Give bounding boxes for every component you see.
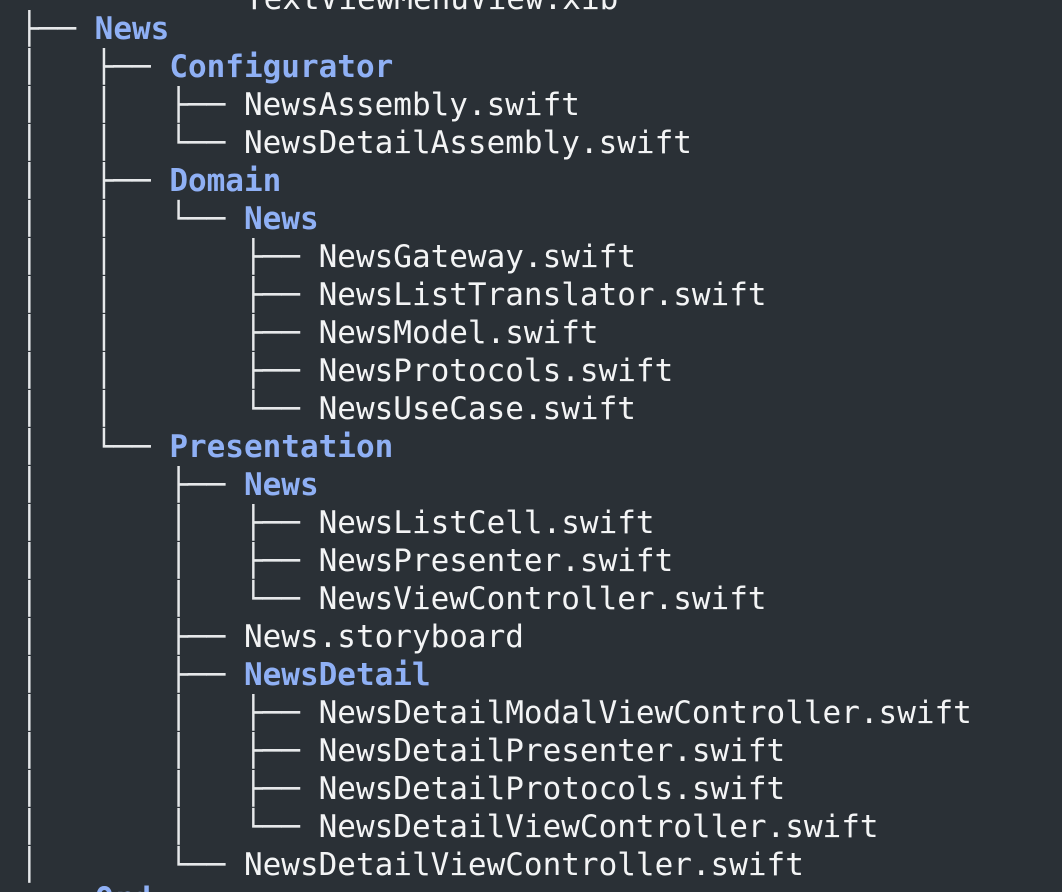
tree-row-file: │ │ ├── NewsPresenter.swift (20, 542, 673, 580)
tree-row-file: │ │ ├── NewsGateway.swift (20, 238, 636, 276)
tree-branch-guide: │ ├── (20, 467, 244, 503)
file-name: NewsDetailProtocols.swift (318, 771, 786, 807)
tree-branch-guide: │ │ ├── (20, 277, 319, 313)
tree-branch-guide: │ │ ├── (20, 353, 319, 389)
file-name: NewsDetailViewController.swift (318, 809, 879, 845)
tree-row-directory: │ └── Presentation (20, 428, 393, 466)
tree-branch-guide: │ │ ├── (20, 87, 244, 123)
tree-branch-guide: │ └── (20, 429, 170, 465)
tree-row-file: │ │ ├── NewsListTranslator.swift (20, 276, 767, 314)
tree-branch-guide: │ │ └── (20, 809, 319, 845)
tree-row-file: │ │ ├── NewsDetailProtocols.swift (20, 770, 785, 808)
file-name: NewsModel.swift (318, 315, 599, 351)
tree-branch-guide: │ ├── (20, 619, 244, 655)
tree-branch-guide: │ │ ├── (20, 505, 319, 541)
tree-row-file: │ ├── News.storyboard (20, 618, 524, 656)
tree-branch-guide: │ └── (20, 847, 244, 883)
tree-row-directory: │ ├── Configurator (20, 48, 393, 86)
directory-name: Domain (169, 163, 282, 199)
tree-branch-guide: │ │ └── (20, 581, 319, 617)
tree-row-file: │ │ ├── NewsModel.swift (20, 314, 599, 352)
tree-row-file: │ │ ├── NewsListCell.swift (20, 504, 655, 542)
file-name: NewsDetailModalViewController.swift (318, 695, 972, 731)
tree-row-directory: │ ├── News (20, 466, 319, 504)
tree-row-directory: │ ├── NewsDetail (20, 656, 431, 694)
directory-name: News (243, 467, 319, 503)
tree-row-file: │ │ ├── NewsProtocols.swift (20, 352, 673, 390)
tree-branch-guide: │ │ ├── (20, 543, 319, 579)
directory-name: Configurator (169, 49, 394, 85)
tree-row-directory: │ │ └── News (20, 200, 319, 238)
tree-row-file: │ │ └── NewsViewController.swift (20, 580, 767, 618)
file-name: NewsListCell.swift (318, 505, 655, 541)
tree-branch-guide: │ ├── (20, 657, 244, 693)
tree-branch-guide: │ ├── (20, 49, 170, 85)
tree-branch-guide: │ │ └── (20, 201, 244, 237)
tree-row-file: │ │ └── NewsDetailViewController.swift (20, 808, 879, 846)
file-name: NewsDetailAssembly.swift (243, 125, 692, 161)
tree-row-file: │ │ └── NewsUseCase.swift (20, 390, 636, 428)
tree-branch-guide: │ │ ├── (20, 315, 319, 351)
file-name: NewsGateway.swift (318, 239, 636, 275)
tree-branch-guide: │ │ └── (20, 125, 244, 161)
directory-name: News (94, 11, 170, 47)
tree-branch-guide: │ │ ├── (20, 771, 319, 807)
tree-branch-guide: │ │ ├── (20, 239, 319, 275)
clipped-file-entry: TextViewMenuView.xib (245, 0, 618, 18)
file-name: NewsPresenter.swift (318, 543, 674, 579)
file-name: NewsUseCase.swift (318, 391, 636, 427)
file-name: NewsProtocols.swift (318, 353, 674, 389)
tree-row-file: │ └── NewsDetailViewController.swift (20, 846, 804, 884)
tree-row-file: │ │ ├── NewsAssembly.swift (20, 86, 580, 124)
tree-branch-guide: │ │ └── (20, 391, 319, 427)
tree-row-directory: │ ├── Domain (20, 162, 281, 200)
tree-branch-guide: │ │ ├── (20, 733, 319, 769)
file-name: NewsDetailViewController.swift (243, 847, 804, 883)
directory-name: Presentation (169, 429, 394, 465)
tree-branch-guide: │ ├── (20, 163, 170, 199)
tree-branch-guide: ├── (20, 11, 95, 47)
file-name: NewsAssembly.swift (243, 87, 580, 123)
tree-row-directory: ├── News (20, 10, 169, 48)
tree-branch-guide: │ │ ├── (20, 695, 319, 731)
directory-name: News (243, 201, 319, 237)
tree-row-file: │ │ └── NewsDetailAssembly.swift (20, 124, 692, 162)
file-name: News.storyboard (243, 619, 524, 655)
tree-row-file: │ │ ├── NewsDetailModalViewController.sw… (20, 694, 972, 732)
file-name: NewsViewController.swift (318, 581, 767, 617)
clipped-dir-entry: Ord (95, 880, 151, 892)
file-name: NewsDetailPresenter.swift (318, 733, 786, 769)
directory-name: NewsDetail (243, 657, 431, 693)
tree-row-file: │ │ ├── NewsDetailPresenter.swift (20, 732, 785, 770)
file-name: NewsListTranslator.swift (318, 277, 767, 313)
